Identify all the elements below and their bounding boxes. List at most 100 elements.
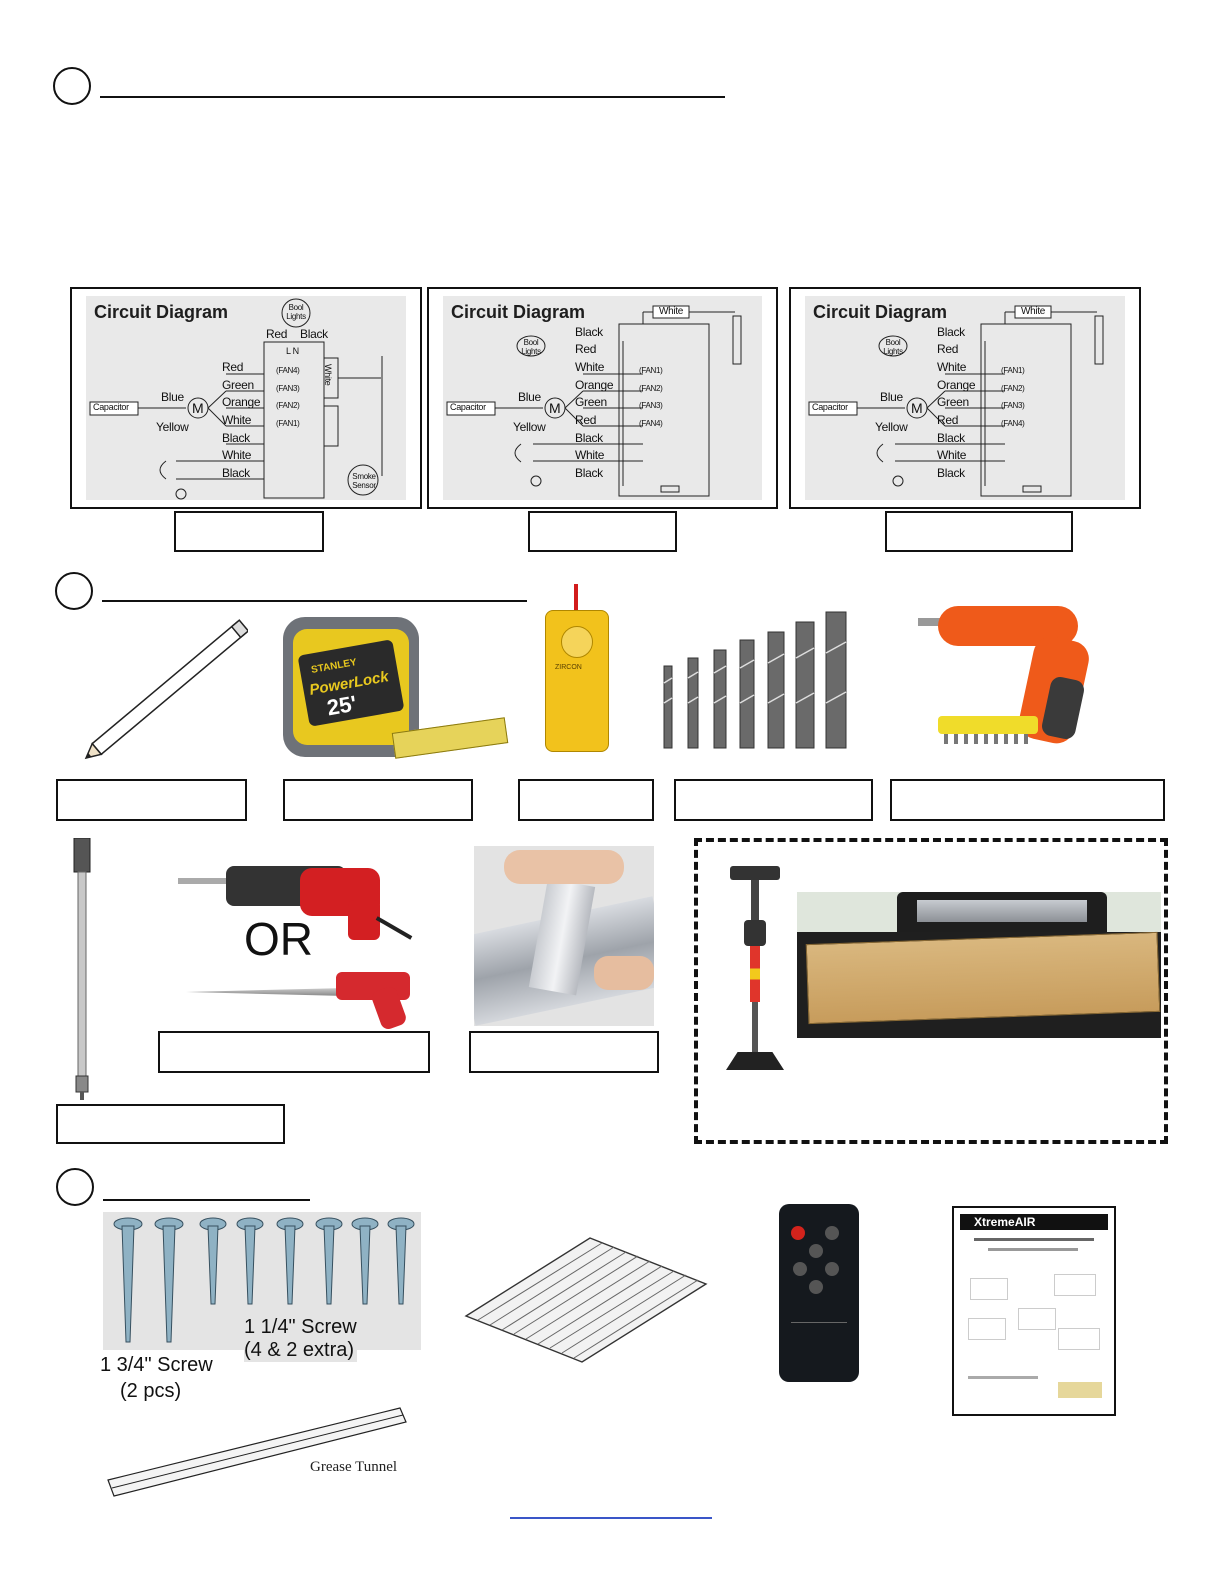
- wire-label: Orange: [575, 378, 614, 392]
- fan-label: (FAN1): [1001, 366, 1025, 375]
- diagram-title: Circuit Diagram: [813, 302, 948, 322]
- smoke-label: Smoke Sensor: [352, 472, 376, 490]
- cordless-screwdriver-icon: [918, 598, 1124, 766]
- wiring-schematic: [446, 305, 742, 497]
- yellow-label: Yellow: [875, 420, 908, 434]
- screw-short-qty: (4 & 2 extra): [244, 1339, 355, 1361]
- diagram-3-label-box: [885, 511, 1073, 552]
- wiring-schematic: [89, 298, 383, 500]
- wire-label: Black: [575, 466, 603, 480]
- drill-bits-label-box: [674, 779, 873, 821]
- section-1-title-line: [100, 96, 725, 98]
- wire-label: Red: [937, 342, 959, 356]
- diagram-1-label-box: [174, 511, 324, 552]
- screw-short-label: 1 1/4" Screw (4 & 2 extra): [244, 1316, 357, 1362]
- section-3-title-line: [103, 1199, 310, 1201]
- screw-short-name: 1 1/4" Screw: [244, 1316, 357, 1338]
- capacitor-label: Capacitor: [450, 402, 486, 412]
- fan-label: (FAN2): [639, 384, 663, 393]
- wire-label: Black: [222, 466, 250, 480]
- grease-filter-icon: [464, 1237, 708, 1363]
- wiring-schematic: [808, 305, 1104, 497]
- ln-label: L N: [286, 346, 299, 356]
- extension-bit-label-box: [56, 1104, 285, 1144]
- top-label-black: Black: [300, 327, 328, 341]
- wire-label: Green: [937, 395, 969, 409]
- wire-label: Black: [937, 466, 965, 480]
- diagram-2-label-box: [528, 511, 677, 552]
- manual-brand: XtremeAIR: [974, 1215, 1036, 1229]
- capacitor-label: Capacitor: [93, 402, 129, 412]
- wire-label: Black: [222, 431, 250, 445]
- wire-label: Red: [575, 342, 597, 356]
- drill-bits-icon: [663, 611, 847, 749]
- or-text: OR: [244, 913, 313, 965]
- wire-label: White: [575, 448, 605, 462]
- fan-label: (FAN3): [639, 401, 663, 410]
- circuit-diagram-3: Circuit Diagram: [789, 287, 1141, 509]
- wire-label: Red: [222, 360, 244, 374]
- motor-label: M: [192, 400, 204, 416]
- wire-label: White: [222, 413, 252, 427]
- white-side-label: White: [323, 364, 333, 386]
- fan-label: (FAN4): [639, 419, 663, 428]
- bulb-label: Bool Lights: [883, 338, 903, 356]
- wire-label: Red: [575, 413, 597, 427]
- wire-label: Black: [575, 431, 603, 445]
- white-top-label: White: [1021, 306, 1046, 317]
- grease-tunnel-icon: [107, 1407, 407, 1497]
- extension-bit-icon: [73, 838, 91, 1100]
- fan-label: (FAN3): [276, 384, 300, 393]
- reciprocating-saw-icon: [178, 860, 413, 956]
- section-3-marker: [56, 1168, 94, 1206]
- capacitor-label: Capacitor: [812, 402, 848, 412]
- circuit-diagram-1: Circuit Diagram: [70, 287, 422, 509]
- fan-label: (FAN1): [276, 419, 300, 428]
- remote-control-icon: [779, 1204, 859, 1382]
- wire-label: Orange: [222, 395, 261, 409]
- stud-brand: ZIRCON: [555, 664, 582, 671]
- jab-saw-icon: [186, 960, 424, 1032]
- footer-link[interactable]: [510, 1517, 712, 1519]
- motor-label: M: [549, 400, 561, 416]
- wire-label: Black: [575, 325, 603, 339]
- fan-label: (FAN2): [276, 401, 300, 410]
- diagram-title: Circuit Diagram: [94, 302, 229, 322]
- motor-label: M: [911, 400, 923, 416]
- fan-label: (FAN1): [639, 366, 663, 375]
- wire-label: Green: [575, 395, 607, 409]
- wire-label: White: [937, 360, 967, 374]
- yellow-label: Yellow: [156, 420, 189, 434]
- section-1-marker: [53, 67, 91, 105]
- wire-label: Black: [937, 325, 965, 339]
- blue-label: Blue: [161, 390, 184, 404]
- screws-illustration: [113, 1217, 415, 1343]
- wire-label: White: [575, 360, 605, 374]
- top-label-red: Red: [266, 327, 288, 341]
- section-2-title-line: [102, 600, 527, 602]
- fan-label: (FAN4): [276, 366, 300, 375]
- wire-label: Orange: [937, 378, 976, 392]
- bulb-label: Bool Lights: [521, 338, 541, 356]
- screw-long-label: 1 3/4" Screw (2 pcs): [100, 1352, 213, 1404]
- cordless-screwdriver-label-box: [890, 779, 1165, 821]
- pencil-label-box: [56, 779, 247, 821]
- fan-label: (FAN2): [1001, 384, 1025, 393]
- tape-measure-label-box: [283, 779, 473, 821]
- stud-finder-icon: ZIRCON: [543, 584, 609, 754]
- pencil-icon: [84, 619, 248, 760]
- wire-label: Black: [937, 431, 965, 445]
- optional-support-box: [694, 838, 1168, 1144]
- instruction-manual-icon: XtremeAIR: [952, 1206, 1116, 1416]
- foil-tape-photo: [474, 846, 654, 1026]
- wire-label: Green: [222, 378, 254, 392]
- tape-measure-icon: STANLEY PowerLock 25': [283, 613, 509, 773]
- white-top-label: White: [659, 306, 684, 317]
- wire-label: White: [222, 448, 252, 462]
- screw-long-name: 1 3/4" Screw: [100, 1354, 213, 1376]
- section-2-marker: [55, 572, 93, 610]
- fan-label: (FAN4): [1001, 419, 1025, 428]
- stud-finder-label-box: [518, 779, 654, 821]
- diagram-title: Circuit Diagram: [451, 302, 586, 322]
- saw-label-box: [158, 1031, 430, 1073]
